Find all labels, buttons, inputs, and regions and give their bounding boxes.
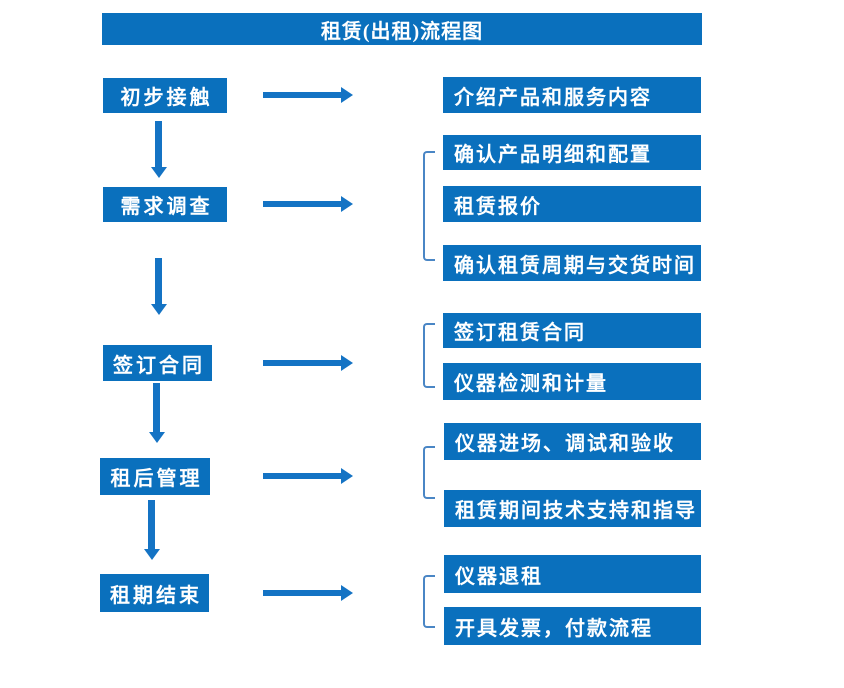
group-bracket-5 <box>423 575 435 628</box>
detail-box-2-3: 确认租赁周期与交货时间 <box>443 245 701 281</box>
step-box-1: 初步接触 <box>103 78 227 113</box>
detail-box-3-2: 仪器检测和计量 <box>443 363 701 400</box>
down-arrow-icon-4 <box>144 500 160 560</box>
step-box-2: 需求调查 <box>103 187 227 222</box>
right-arrow-icon-5 <box>263 590 341 596</box>
flowchart-title: 租赁(出租)流程图 <box>320 20 484 43</box>
step-box-3: 签订合同 <box>103 345 212 381</box>
right-arrow-icon-4 <box>263 473 341 479</box>
step-box-5: 租期结束 <box>100 574 209 612</box>
right-arrow-icon-3 <box>263 360 341 366</box>
detail-box-1-1: 介绍产品和服务内容 <box>443 77 701 113</box>
flowchart-title-bar: 租赁(出租)流程图 <box>102 13 702 45</box>
detail-box-3-1: 签订租赁合同 <box>443 313 701 348</box>
step-box-4: 租后管理 <box>100 458 210 495</box>
group-bracket-4 <box>423 446 435 499</box>
down-arrow-icon-1 <box>151 121 167 178</box>
right-arrow-icon-1 <box>263 92 341 98</box>
detail-box-4-1: 仪器进场、调试和验收 <box>444 423 701 460</box>
group-bracket-2 <box>423 151 435 261</box>
detail-box-2-2: 租赁报价 <box>443 186 701 222</box>
group-bracket-3 <box>423 323 435 388</box>
down-arrow-icon-2 <box>151 258 167 315</box>
right-arrow-icon-2 <box>263 201 341 207</box>
detail-box-2-1: 确认产品明细和配置 <box>443 135 701 170</box>
down-arrow-icon-3 <box>149 383 165 443</box>
detail-box-5-2: 开具发票，付款流程 <box>444 607 701 645</box>
detail-box-5-1: 仪器退租 <box>444 555 701 593</box>
detail-box-4-2: 租赁期间技术支持和指导 <box>444 490 701 527</box>
